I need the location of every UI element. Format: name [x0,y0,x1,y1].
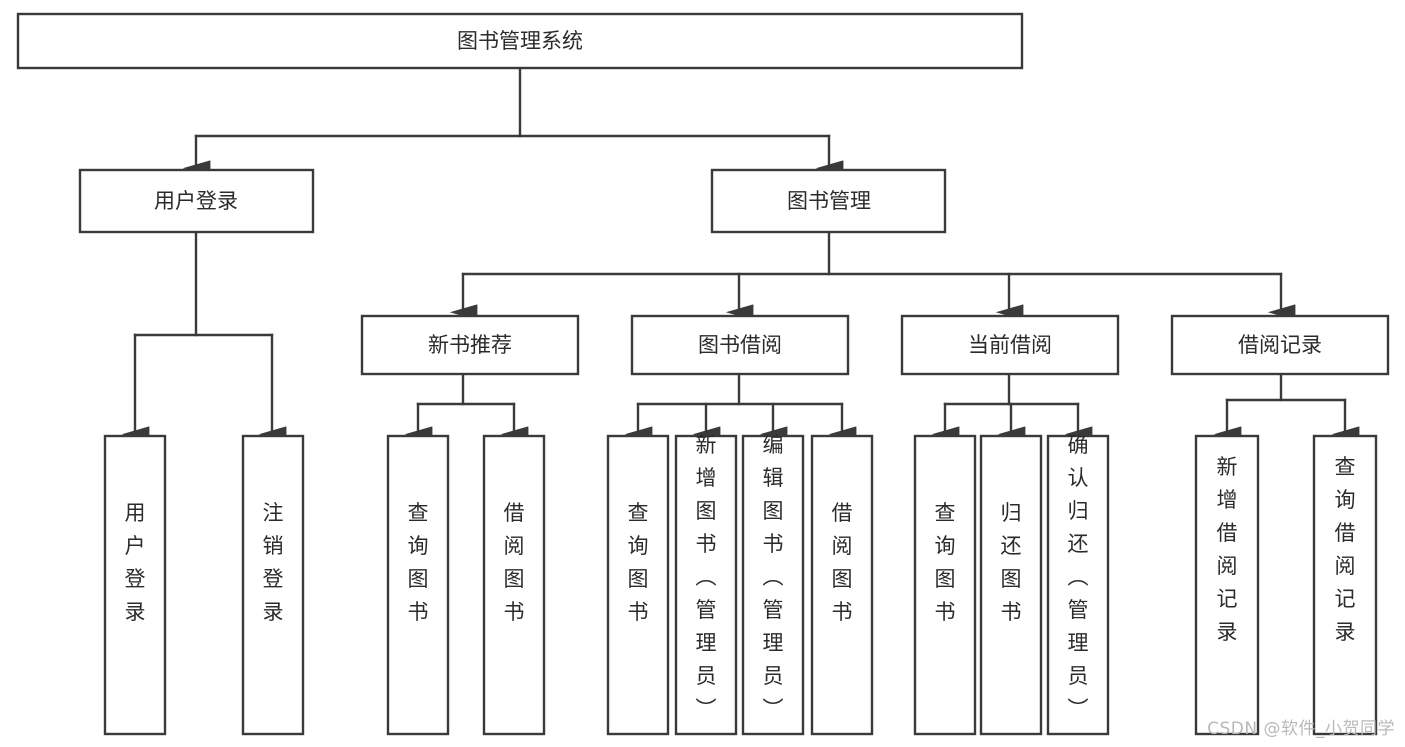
node-book-manage-label: 图书管理 [787,189,871,213]
leaf-book-borrow-2-box[interactable] [674,434,738,736]
node-user-login-box[interactable] [78,168,315,234]
node-current-borrow-box[interactable] [900,314,1120,376]
node-root-box[interactable] [16,12,1024,70]
leaf-book-borrow-3-box[interactable] [741,434,805,736]
leaf-user-login-1[interactable]: 用户登录 [103,434,167,736]
node-borrow-record-label: 借阅记录 [1238,333,1322,357]
leaf-borrow-record-1-label: 新增借阅记录 [1217,455,1238,644]
csdn-watermark: CSDN @软件_小贺同学 [1207,719,1395,739]
leaf-user-login-2-box[interactable] [241,434,305,736]
leaf-user-login-2[interactable]: 注销登录 [241,434,305,736]
node-book-borrow-label: 图书借阅 [698,333,782,357]
node-new-book-label: 新书推荐 [428,333,512,357]
leaf-book-borrow-4-label: 借阅图书 [832,501,853,624]
leaf-new-book-1-box[interactable] [386,434,450,736]
leaf-book-borrow-1-box[interactable] [606,434,670,736]
connector-group [121,66,1360,443]
leaf-current-borrow-2-label: 归还图书 [1001,501,1022,624]
node-borrow-record[interactable]: 借阅记录 [1170,314,1390,376]
leaf-current-borrow-1-box[interactable] [913,434,977,736]
node-root-label: 图书管理系统 [457,29,583,53]
leaf-borrow-record-2-label: 查询借阅记录 [1335,455,1356,644]
leaf-book-borrow-1[interactable]: 查询图书 [606,434,670,736]
leaf-borrow-record-1-box[interactable] [1194,434,1260,736]
node-current-borrow[interactable]: 当前借阅 [900,314,1120,376]
leaf-book-borrow-1-label: 查询图书 [628,501,649,624]
node-new-book[interactable]: 新书推荐 [360,314,580,376]
leaf-book-borrow-4[interactable]: 借阅图书 [810,434,874,736]
leaf-new-book-2[interactable]: 借阅图书 [482,434,546,736]
leaf-current-borrow-3-box[interactable] [1046,434,1110,736]
node-book-borrow-box[interactable] [630,314,850,376]
leaf-user-login-1-box[interactable] [103,434,167,736]
node-borrow-record-box[interactable] [1170,314,1390,376]
leaf-book-borrow-3[interactable]: 编辑图书︵管理员︶ [741,433,805,736]
leaf-book-borrow-3-label: 编辑图书︵管理员︶ [763,433,784,721]
leaf-user-login-2-label: 注销登录 [263,501,284,624]
node-book-manage[interactable]: 图书管理 [710,168,947,234]
leaf-current-borrow-2[interactable]: 归还图书 [979,434,1043,736]
node-root[interactable]: 图书管理系统 [16,12,1024,70]
leaf-current-borrow-1[interactable]: 查询图书 [913,434,977,736]
node-current-borrow-label: 当前借阅 [968,333,1052,357]
leaf-borrow-record-2[interactable]: 查询借阅记录 [1312,434,1378,736]
node-user-login[interactable]: 用户登录 [78,168,315,234]
leaf-current-borrow-3[interactable]: 确认归还︵管理员︶ [1046,433,1110,736]
leaf-new-book-2-box[interactable] [482,434,546,736]
leaf-book-borrow-2[interactable]: 新增图书︵管理员︶ [674,433,738,736]
leaf-user-login-1-label: 用户登录 [125,501,146,624]
leaf-borrow-record-1[interactable]: 新增借阅记录 [1194,434,1260,736]
leaf-current-borrow-2-box[interactable] [979,434,1043,736]
leaf-current-borrow-1-label: 查询图书 [935,501,956,624]
leaf-new-book-1-label: 查询图书 [408,501,429,624]
leaf-book-borrow-4-box[interactable] [810,434,874,736]
node-book-manage-box[interactable] [710,168,947,234]
node-user-login-label: 用户登录 [154,189,238,213]
leaf-book-borrow-2-label: 新增图书︵管理员︶ [696,433,717,721]
leaf-current-borrow-3-label: 确认归还︵管理员︶ [1068,433,1089,721]
leaf-borrow-record-2-box[interactable] [1312,434,1378,736]
node-book-borrow[interactable]: 图书借阅 [630,314,850,376]
node-new-book-box[interactable] [360,314,580,376]
leaf-new-book-1[interactable]: 查询图书 [386,434,450,736]
leaf-new-book-2-label: 借阅图书 [504,501,525,624]
